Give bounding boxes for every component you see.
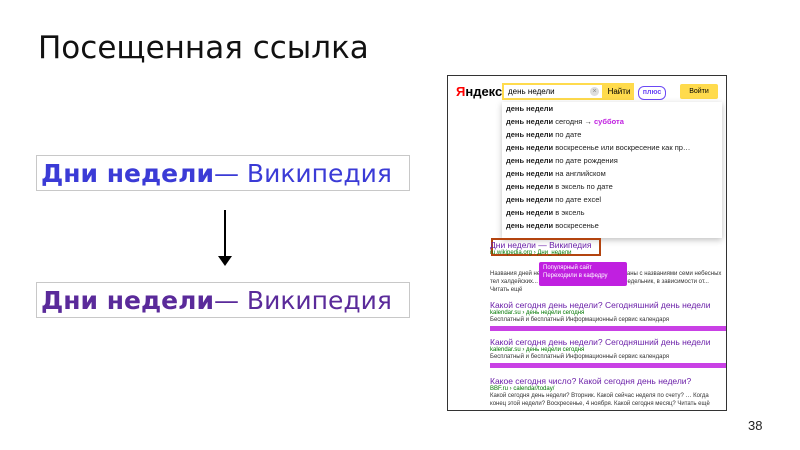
suggestion-bold: день недели: [506, 182, 554, 191]
suggestion-item[interactable]: день недели сегодня → суббота: [502, 115, 722, 128]
logo-first-letter: Я: [456, 84, 466, 99]
suggestion-rest: сегодня →: [553, 117, 595, 126]
unvisited-link-bold: Дни недели: [41, 158, 214, 188]
suggestion-bold: день недели: [506, 169, 554, 178]
suggestion-rest: в эксель: [553, 208, 585, 217]
result-snippet: Бесплатный и бесплатный Информационный с…: [490, 354, 669, 360]
yandex-logo[interactable]: Яндекс: [456, 84, 502, 99]
search-input[interactable]: день недели ×: [502, 83, 604, 100]
result-url[interactable]: ru.wikipedia.org › Дни_недели: [490, 250, 572, 256]
suggestion-bold: день недели: [506, 208, 554, 217]
visited-link-example[interactable]: Дни недели — Википедия: [36, 282, 410, 318]
suggestion-item[interactable]: день недели в эксель: [502, 206, 722, 219]
suggestion-rest: на английском: [553, 169, 606, 178]
unvisited-link-rest: — Википедия: [213, 158, 392, 188]
suggestion-rest: воскресенье: [553, 221, 599, 230]
suggestion-item[interactable]: день недели на английском: [502, 167, 722, 180]
clear-icon[interactable]: ×: [590, 87, 599, 96]
login-button[interactable]: Войти: [680, 84, 718, 99]
down-arrow-icon: [218, 256, 232, 266]
plus-badge[interactable]: плюс: [638, 86, 666, 100]
search-value: день недели: [508, 87, 555, 96]
suggestion-bold: день недели: [506, 156, 554, 165]
result-url[interactable]: kalendar.su › день недели сегодня: [490, 310, 585, 316]
result-url[interactable]: kalendar.su › день недели сегодня: [490, 347, 585, 353]
visited-link-rest: — Википедия: [213, 285, 392, 315]
highlight-bar: [490, 326, 726, 331]
result-title-link[interactable]: Дни недели — Википедия: [490, 240, 592, 250]
suggestion-bold: день недели: [506, 117, 554, 126]
suggestion-bold: день недели: [506, 221, 554, 230]
suggestion-item[interactable]: день недели воскресенье: [502, 219, 722, 232]
suggestion-bold: день недели: [506, 143, 554, 152]
suggestion-item[interactable]: день недели в эксель по дате: [502, 180, 722, 193]
result-url[interactable]: BBF.ru › calendar/today/: [490, 386, 555, 392]
suggestion-answer: суббота: [594, 117, 624, 126]
result-title-link[interactable]: Какой сегодня день недели? Сегодняшний д…: [490, 337, 711, 347]
search-result: Какой сегодня день недели? Сегодняшний д…: [490, 337, 726, 368]
logo-rest: ндекс: [465, 84, 503, 99]
serp-header: Яндекс день недели × Найти плюс Войти: [448, 76, 726, 108]
result-title-link[interactable]: Какой сегодня день недели? Сегодняшний д…: [490, 300, 711, 310]
slide-title: Посещенная ссылка: [38, 30, 369, 66]
suggestion-item[interactable]: день недели: [502, 102, 722, 115]
suggestion-item[interactable]: день недели по дате excel: [502, 193, 722, 206]
yandex-serp-screenshot: Яндекс день недели × Найти плюс Войти де…: [447, 75, 727, 411]
suggestion-bold: день недели: [506, 104, 554, 113]
suggestion-rest: в эксель по дате: [553, 182, 613, 191]
suggestion-item[interactable]: день недели воскресенье или воскресение …: [502, 141, 722, 154]
suggestion-item[interactable]: день недели по дате рождения: [502, 154, 722, 167]
slide-number: 38: [748, 418, 763, 433]
result-title-link[interactable]: Какое сегодня число? Какой сегодня день …: [490, 376, 692, 386]
suggestion-rest: по дате: [553, 130, 582, 139]
result-snippet: Бесплатный и бесплатный Информационный с…: [490, 317, 669, 323]
popular-site-tooltip: Популярный сайт Переходили в кафедру: [539, 262, 627, 286]
find-button[interactable]: Найти: [604, 83, 634, 100]
search-result: Какое сегодня число? Какой сегодня день …: [490, 376, 726, 408]
result-snippet: Какой сегодня день недели? Вторник. Како…: [490, 393, 710, 407]
suggestion-item[interactable]: день недели по дате: [502, 128, 722, 141]
search-result: Какой сегодня день недели? Сегодняшний д…: [490, 300, 726, 331]
visited-link-bold: Дни недели: [41, 285, 214, 315]
down-arrow-line: [224, 210, 226, 264]
unvisited-link-example[interactable]: Дни недели — Википедия: [36, 155, 410, 191]
suggestion-rest: по дате рождения: [553, 156, 618, 165]
suggestion-rest: воскресенье или воскресение как пр…: [553, 143, 691, 152]
scrollbar[interactable]: [726, 106, 727, 246]
suggestion-bold: день недели: [506, 130, 554, 139]
visited-link-highlight: [491, 238, 601, 256]
suggestion-bold: день недели: [506, 195, 554, 204]
highlight-bar: [490, 363, 726, 368]
suggestion-rest: по дате excel: [553, 195, 602, 204]
